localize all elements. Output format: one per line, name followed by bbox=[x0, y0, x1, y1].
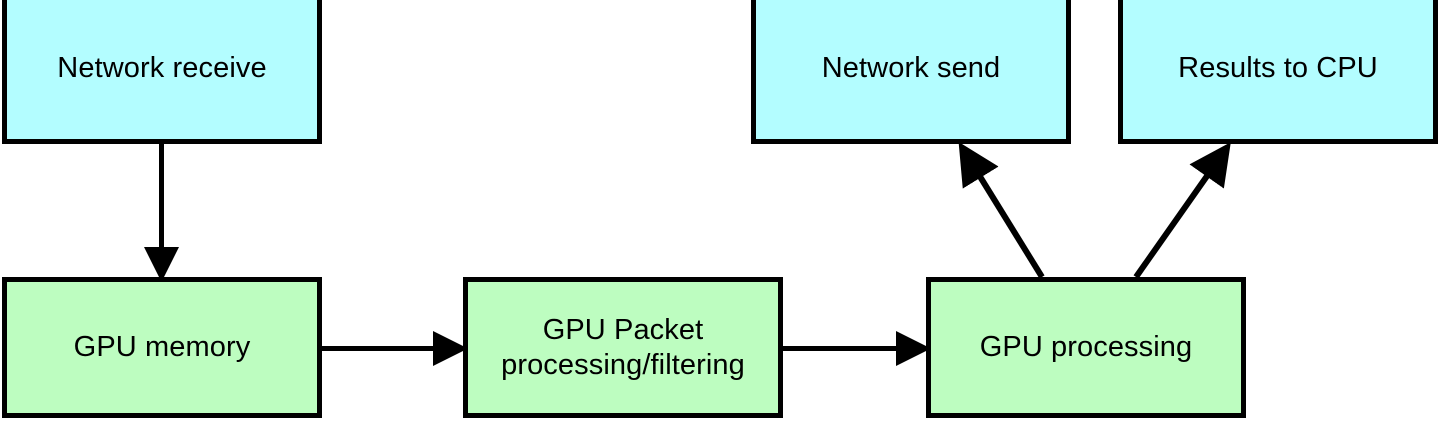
node-results-to-cpu[interactable]: Results to CPU bbox=[1118, 0, 1438, 144]
node-network-send[interactable]: Network send bbox=[751, 0, 1071, 144]
node-gpu-packet-processing[interactable]: GPU Packet processing/filtering bbox=[463, 277, 783, 418]
node-network-send-label: Network send bbox=[821, 51, 1001, 84]
node-gpu-processing[interactable]: GPU processing bbox=[926, 277, 1246, 418]
node-gpu-memory-label: GPU memory bbox=[73, 331, 251, 364]
node-gpu-packet-processing-label: GPU Packet processing/filtering bbox=[501, 314, 745, 381]
node-results-to-cpu-label: Results to CPU bbox=[1178, 51, 1378, 84]
node-network-receive-label: Network receive bbox=[57, 51, 267, 84]
edge-processing-to-results bbox=[1133, 142, 1231, 279]
edge-processing-to-send bbox=[958, 141, 1045, 279]
node-network-receive[interactable]: Network receive bbox=[2, 0, 322, 144]
node-gpu-memory[interactable]: GPU memory bbox=[2, 277, 322, 418]
node-gpu-processing-label: GPU processing bbox=[979, 331, 1193, 364]
